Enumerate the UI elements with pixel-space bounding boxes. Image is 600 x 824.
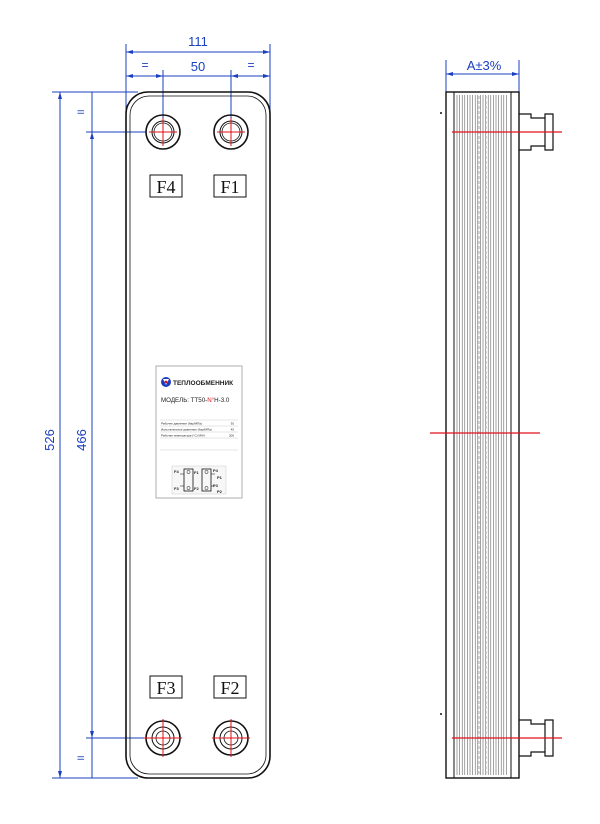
- nameplate-model-suffix: H-3.0: [214, 397, 230, 404]
- dimension-overall-width: 111: [188, 34, 208, 49]
- dimension-side-thickness: A±3%: [467, 58, 502, 73]
- schema-label: F2: [194, 486, 199, 491]
- side-centerlines: [430, 131, 562, 739]
- front-dimension-arrows: [58, 50, 270, 778]
- port-centerlines: [144, 118, 250, 757]
- spec-row-label: Рабочее давление (бар/МПа): [161, 422, 202, 426]
- side-plate-stack: [445, 91, 520, 779]
- dimension-port-center-height: 466: [74, 429, 89, 451]
- dimension-equal-left: =: [141, 58, 148, 72]
- reference-dot: [440, 713, 442, 715]
- dimension-parallel-top: II: [76, 109, 86, 114]
- nameplate-brand: ТЕПЛООБМЕННИК: [173, 380, 233, 387]
- flow-schema: F4 F1 F3 F2 P4 P1 P3 P2: [171, 465, 227, 495]
- dimension-overall-height: 526: [42, 429, 57, 451]
- side-dimension-arrows: [446, 72, 519, 76]
- spec-row-value: 45: [231, 428, 235, 432]
- nameplate-model: МОДЕЛЬ: ТТ50-N°H-3.0: [161, 397, 230, 404]
- dimension-parallel-bottom: II: [76, 755, 86, 760]
- schema-label: P1: [217, 475, 223, 480]
- schema-label: P3: [213, 483, 219, 488]
- port-label-f4: F4: [156, 177, 175, 197]
- front-dimensions: [52, 44, 271, 779]
- reference-dot: [440, 112, 442, 114]
- nameplate-model-prefix: МОДЕЛЬ: ТТ50-: [161, 397, 207, 404]
- spec-row-value: 200: [229, 434, 234, 438]
- port-label-f2: F2: [220, 678, 239, 698]
- schema-label: P4: [213, 468, 219, 473]
- schema-label: F3: [174, 486, 179, 491]
- port-label-boxes: [149, 174, 247, 699]
- spec-row-label: Испытательное давление (бар/МПа): [161, 428, 212, 432]
- nameplate-model-number: N°: [207, 397, 214, 404]
- schema-label: F4: [174, 469, 179, 474]
- port-label-f1: F1: [220, 177, 239, 197]
- schema-label: F1: [194, 470, 199, 475]
- dimension-port-spacing: 50: [191, 59, 205, 74]
- side-dimension: [445, 60, 520, 96]
- spec-row-value: 30: [231, 422, 235, 426]
- brand-logo-icon: [161, 377, 171, 387]
- nameplate: ТЕПЛООБМЕННИК МОДЕЛЬ: ТТ50-N°H-3.0 Рабоч…: [155, 365, 243, 499]
- port-label-f3: F3: [156, 678, 175, 698]
- front-plate: [125, 91, 271, 779]
- schema-label: P2: [217, 489, 223, 494]
- dimension-equal-right: =: [247, 58, 254, 72]
- spec-row-label: Рабочая температура (°С) MAX: [161, 434, 205, 438]
